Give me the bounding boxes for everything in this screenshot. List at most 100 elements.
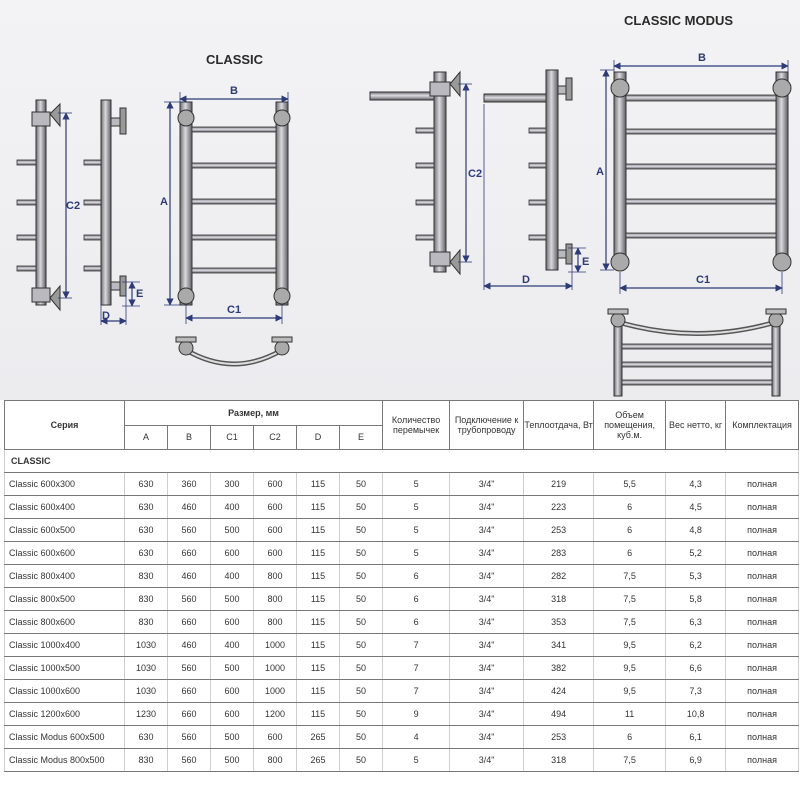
classic-e-label: E [136, 288, 144, 300]
table-cell: 50 [338, 587, 384, 611]
table-cell: 253 [523, 518, 595, 542]
table-cell: 7 [382, 633, 451, 657]
classic-front-view [164, 92, 291, 324]
table-cell: 4 [382, 725, 451, 749]
table-cell: 115 [296, 472, 340, 496]
table-cell: 341 [523, 633, 595, 657]
col-dim-c2: C2 [253, 424, 297, 450]
modus-e-label: E [582, 256, 590, 268]
row-series-cell: Classic 1000x500 [4, 656, 125, 680]
col-size: Размер, мм [123, 400, 384, 426]
table-cell: 3/4" [449, 748, 525, 772]
header-row-2: A B C1 C2 D E [5, 424, 799, 450]
table-cell: 660 [167, 610, 211, 634]
table-cell: 660 [167, 541, 211, 565]
table-cell: 3/4" [449, 541, 525, 565]
table-cell: 800 [253, 564, 297, 588]
row-series-cell: Classic 1000x400 [4, 633, 125, 657]
table-cell: 830 [124, 587, 168, 611]
table-cell: 5 [382, 748, 451, 772]
table-cell: 50 [338, 495, 384, 519]
table-cell: 494 [523, 702, 595, 726]
section-row: CLASSIC [3, 449, 800, 473]
table-cell: 560 [167, 587, 211, 611]
table-cell: 1000 [253, 679, 297, 703]
table-cell: 283 [523, 541, 595, 565]
table-cell: 5,5 [593, 472, 667, 496]
col-weight: Вес нетто, кг [665, 400, 727, 450]
table-cell: 3/4" [449, 656, 525, 680]
table-cell: 4,8 [665, 518, 727, 542]
table-cell: 500 [210, 518, 254, 542]
table-cell: 9,5 [593, 633, 667, 657]
modus-front-view [600, 60, 792, 294]
table-cell: 6,2 [665, 633, 727, 657]
table-cell: 560 [167, 725, 211, 749]
row-series-cell: Classic 1000x600 [4, 679, 125, 703]
table-cell: 1030 [124, 656, 168, 680]
col-dim-e: E [338, 424, 384, 450]
table-cell: 560 [167, 748, 211, 772]
table-cell: 630 [124, 518, 168, 542]
classic-side-view-2 [83, 99, 140, 325]
table-cell: 50 [338, 472, 384, 496]
table-cell: 50 [338, 702, 384, 726]
col-volume: Объем помещения, куб.м. [593, 400, 667, 450]
table-cell: 830 [124, 610, 168, 634]
table-cell: 6,6 [665, 656, 727, 680]
diagrams-area: CLASSIC CLASSIC MODUS C2 D E B A C1 C2 D… [0, 0, 800, 400]
table-cell: 600 [210, 610, 254, 634]
col-dim-b: B [167, 424, 211, 450]
towel-rail-drawings [16, 60, 792, 397]
classic-title: CLASSIC [206, 52, 264, 67]
table-cell: 223 [523, 495, 595, 519]
row-series-cell: Classic Modus 600x500 [4, 725, 125, 749]
col-dim-a: A [124, 424, 168, 450]
table-cell: 7 [382, 679, 451, 703]
classic-b-label: B [230, 85, 238, 97]
classic-modus-title: CLASSIC MODUS [624, 13, 734, 28]
table-cell: 115 [296, 633, 340, 657]
table-cell: 560 [167, 656, 211, 680]
table-cell: 800 [253, 610, 297, 634]
table-cell: 400 [210, 564, 254, 588]
table-cell: 630 [124, 472, 168, 496]
row-series-cell: Classic 800x500 [4, 587, 125, 611]
table-cell: 460 [167, 564, 211, 588]
table-cell: 7 [382, 656, 451, 680]
table-cell: полная [725, 587, 800, 611]
table-cell: полная [725, 725, 800, 749]
table-cell: 115 [296, 679, 340, 703]
col-connection: Подключение к трубопроводу [449, 400, 525, 450]
table-cell: 600 [253, 472, 297, 496]
table-cell: 630 [124, 495, 168, 519]
table-cell: 1030 [124, 633, 168, 657]
table-cell: 50 [338, 725, 384, 749]
classic-c2-label: C2 [66, 200, 81, 212]
table-cell: 600 [253, 541, 297, 565]
table-cell: 424 [523, 679, 595, 703]
table-cell: 3/4" [449, 472, 525, 496]
table-cell: 500 [210, 725, 254, 749]
table-cell: 115 [296, 495, 340, 519]
table-cell: 9,5 [593, 656, 667, 680]
table-cell: полная [725, 610, 800, 634]
table-cell: 50 [338, 541, 384, 565]
table-cell: 300 [210, 472, 254, 496]
section-label: CLASSIC [3, 449, 800, 473]
col-dim-c1: C1 [210, 424, 254, 450]
table-cell: 3/4" [449, 610, 525, 634]
classic-d-label: D [102, 310, 110, 322]
table-cell: 500 [210, 748, 254, 772]
table-cell: 5 [382, 518, 451, 542]
table-cell: 830 [124, 564, 168, 588]
table-cell: 3/4" [449, 495, 525, 519]
table-cell: 115 [296, 656, 340, 680]
table-cell: 5,3 [665, 564, 727, 588]
table-cell: 400 [210, 633, 254, 657]
